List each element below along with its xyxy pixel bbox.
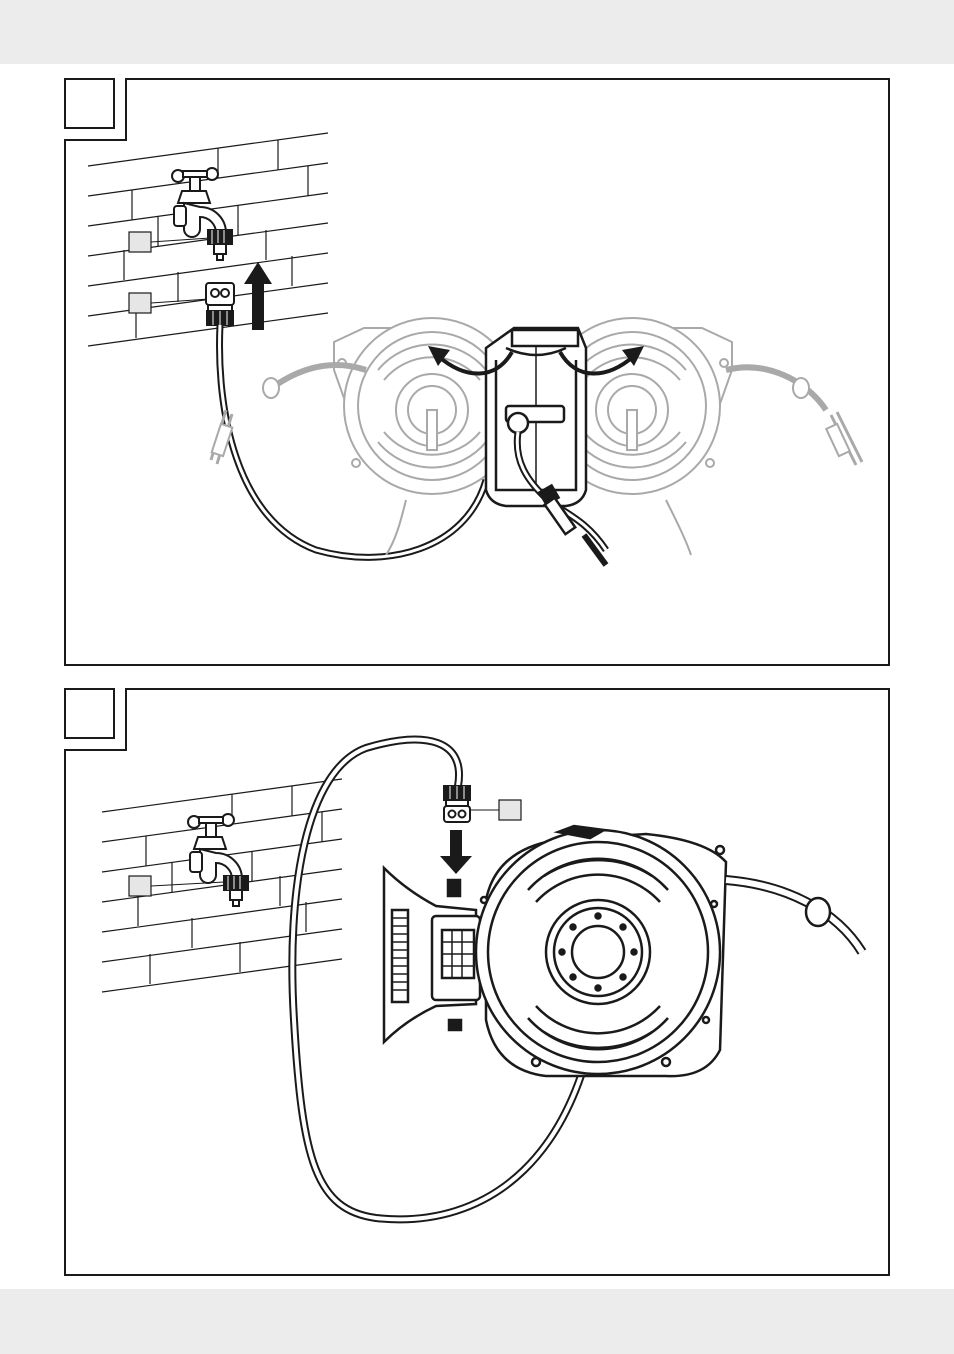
brick-wall-2 [101,778,343,993]
water-tap-1 [171,167,233,261]
outlet-hose-2 [725,875,867,955]
ghost-reel-right [543,317,864,556]
wall-bracket [382,864,482,1046]
figure-2-illustration [101,735,867,1224]
rotation-arrows [436,350,636,376]
rotate-right-arrow-icon [622,346,644,366]
hose-stop-ball [804,896,832,928]
ghost-reel-left [209,317,521,556]
hose-reel-front [484,326,609,567]
water-tap-2 [187,813,249,907]
hose-reel-side [474,824,728,1078]
up-arrow-icon [244,262,272,330]
hose-connector-2 [443,785,471,823]
rotate-left-arrow-icon [428,346,450,366]
down-arrow-icon [440,830,472,874]
figure-1-number-box [64,78,115,129]
callout-tags-1 [128,231,211,314]
callout-tags-2 [128,799,522,897]
figure-2-panel [64,688,890,1276]
figure-1-panel [64,78,890,666]
manual-page [0,64,954,1289]
figure-2-number-box [64,688,115,739]
figure-1-illustration [87,132,864,567]
hose-connector-1 [205,282,235,326]
